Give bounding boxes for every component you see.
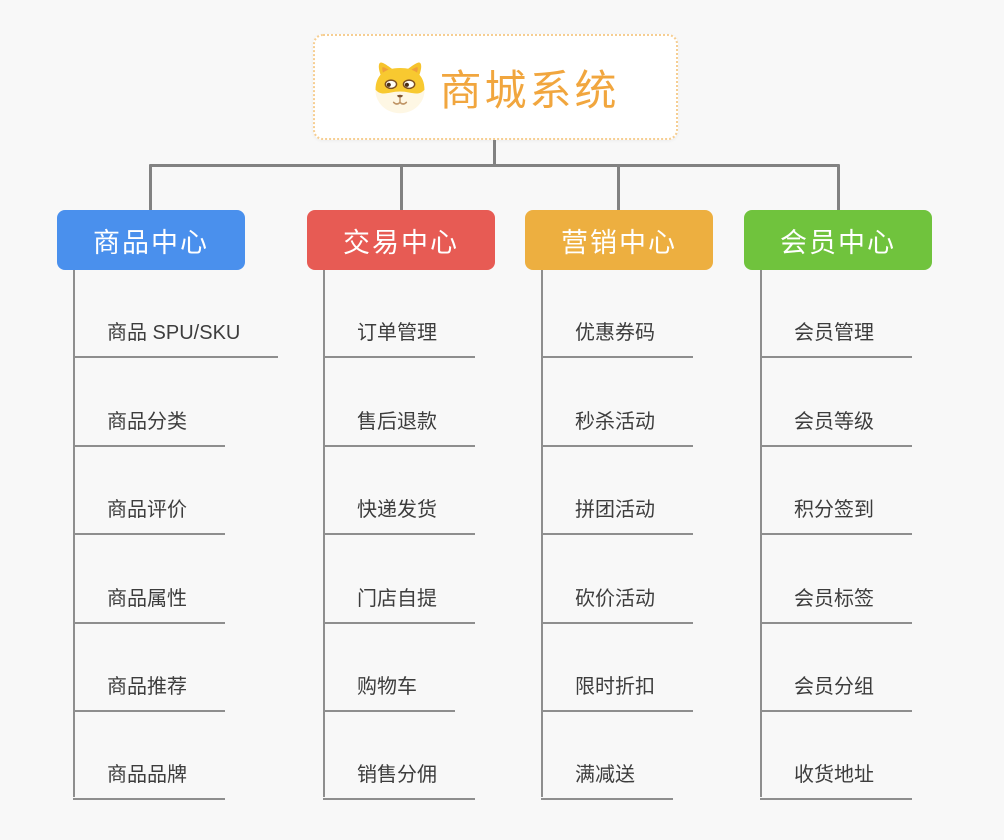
leaf-row: 会员管理 (744, 270, 974, 359)
leaf-row: 砍价活动 (525, 535, 755, 624)
leaf-topic[interactable]: 会员标签 (760, 586, 912, 624)
leaf-topic[interactable]: 会员管理 (760, 320, 912, 359)
leaf-row: 商品属性 (57, 535, 287, 624)
leaf-row: 商品评价 (57, 447, 287, 536)
connector-drop-trade (400, 164, 403, 211)
branch-vertical-line (323, 270, 325, 797)
root-node[interactable]: 商城系统 (313, 34, 678, 140)
leaf-topic[interactable]: 限时折扣 (541, 674, 693, 712)
branch-node-marketing[interactable]: 营销中心 (525, 210, 713, 270)
connector-horizontal-bar (149, 164, 840, 167)
leaf-topic[interactable]: 会员分组 (760, 674, 912, 712)
leaf-row: 会员标签 (744, 535, 974, 624)
connector-drop-marketing (617, 164, 620, 211)
leaf-topic[interactable]: 秒杀活动 (541, 409, 693, 447)
leaf-topic[interactable]: 积分签到 (760, 497, 912, 536)
leaf-row: 会员分组 (744, 624, 974, 712)
leaf-topic[interactable]: 快递发货 (323, 497, 475, 536)
leaf-row: 限时折扣 (525, 624, 755, 712)
leaf-row: 商品推荐 (57, 624, 287, 712)
leaf-row: 门店自提 (307, 535, 537, 624)
branch-vertical-line (73, 270, 75, 797)
leaf-row: 会员等级 (744, 358, 974, 447)
leaf-topic[interactable]: 销售分佣 (323, 762, 475, 801)
leaf-row: 满减送 (525, 712, 755, 801)
leaf-topic[interactable]: 砍价活动 (541, 586, 693, 624)
leaf-topic[interactable]: 优惠券码 (541, 320, 693, 359)
leaf-row: 商品品牌 (57, 712, 287, 801)
dog-icon (371, 59, 429, 115)
leaf-topic[interactable]: 商品属性 (73, 586, 225, 624)
branch-node-products[interactable]: 商品中心 (57, 210, 245, 270)
leaf-row: 拼团活动 (525, 447, 755, 536)
leaf-topic[interactable]: 商品推荐 (73, 674, 225, 712)
leaf-row: 积分签到 (744, 447, 974, 536)
leaf-topic[interactable]: 收货地址 (760, 762, 912, 801)
leaf-row: 订单管理 (307, 270, 537, 359)
branch-vertical-line (760, 270, 762, 797)
branch-column-marketing: 营销中心 优惠券码 秒杀活动 拼团活动 砍价活动 限时折扣 满减送 (525, 210, 755, 801)
leaf-row: 销售分佣 (307, 712, 537, 801)
leaf-topic[interactable]: 拼团活动 (541, 497, 693, 536)
leaf-list-marketing: 优惠券码 秒杀活动 拼团活动 砍价活动 限时折扣 满减送 (525, 270, 755, 801)
leaf-topic[interactable]: 购物车 (323, 674, 455, 712)
branch-column-trade: 交易中心 订单管理 售后退款 快递发货 门店自提 购物车 销售分佣 (307, 210, 537, 801)
leaf-list-members: 会员管理 会员等级 积分签到 会员标签 会员分组 收货地址 (744, 270, 974, 801)
leaf-topic[interactable]: 订单管理 (323, 320, 475, 359)
branch-vertical-line (541, 270, 543, 797)
leaf-row: 秒杀活动 (525, 358, 755, 447)
branch-column-members: 会员中心 会员管理 会员等级 积分签到 会员标签 会员分组 收货地址 (744, 210, 974, 801)
root-title: 商城系统 (439, 66, 620, 114)
leaf-topic[interactable]: 门店自提 (323, 586, 475, 624)
leaf-row: 优惠券码 (525, 270, 755, 359)
leaf-topic[interactable]: 商品分类 (73, 409, 225, 447)
connector-root-stem (493, 140, 496, 166)
branch-node-trade[interactable]: 交易中心 (307, 210, 495, 270)
leaf-row: 购物车 (307, 624, 537, 712)
connector-drop-members (837, 164, 840, 211)
leaf-topic[interactable]: 满减送 (541, 762, 673, 801)
leaf-topic[interactable]: 商品评价 (73, 497, 225, 536)
leaf-list-trade: 订单管理 售后退款 快递发货 门店自提 购物车 销售分佣 (307, 270, 537, 801)
branch-node-members[interactable]: 会员中心 (744, 210, 932, 270)
leaf-list-products: 商品 SPU/SKU 商品分类 商品评价 商品属性 商品推荐 商品品牌 (57, 270, 287, 801)
leaf-topic[interactable]: 商品 SPU/SKU (73, 320, 279, 359)
branch-column-products: 商品中心 商品 SPU/SKU 商品分类 商品评价 商品属性 商品推荐 商品品牌 (57, 210, 287, 801)
leaf-row: 商品分类 (57, 358, 287, 447)
leaf-row: 快递发货 (307, 447, 537, 536)
leaf-row: 商品 SPU/SKU (57, 270, 287, 359)
leaf-topic[interactable]: 商品品牌 (73, 762, 225, 801)
leaf-row: 售后退款 (307, 358, 537, 447)
leaf-topic[interactable]: 会员等级 (760, 409, 912, 447)
leaf-row: 收货地址 (744, 712, 974, 801)
connector-drop-products (149, 164, 152, 211)
leaf-topic[interactable]: 售后退款 (323, 409, 475, 447)
